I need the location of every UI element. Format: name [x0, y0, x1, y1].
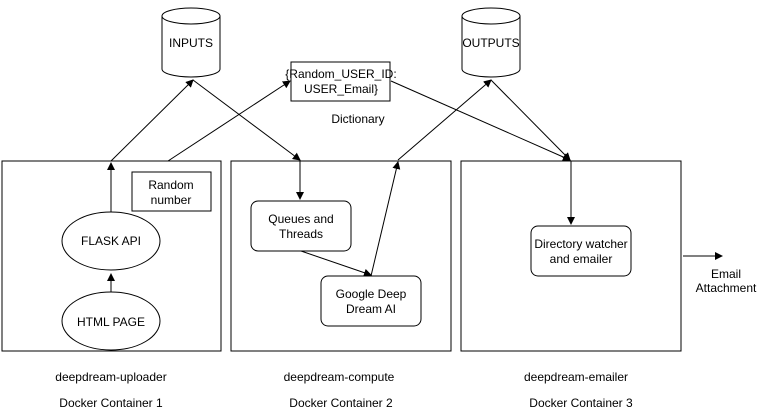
google-line-2: Dream AI [346, 302, 396, 316]
arrow-google-to-container-top [370, 161, 401, 277]
container-1-label: Docker Container 1 [59, 396, 163, 410]
queues-threads-node: Queues and Threads [250, 200, 352, 252]
container-2-name: deepdream-compute [284, 370, 395, 384]
arrow-uploader-to-dictionary [167, 80, 291, 162]
inputs-label: INPUTS [169, 36, 213, 50]
watcher-line-1: Directory watcher [534, 237, 627, 251]
arrow-outputs-to-emailer [490, 79, 571, 161]
directory-watcher-node: Directory watcher and emailer [530, 225, 632, 277]
flask-api-label: FLASK API [81, 234, 141, 248]
google-deep-dream-node: Google Deep Dream AI [320, 275, 422, 327]
dictionary-caption: Dictionary [331, 112, 384, 126]
html-page-label: HTML PAGE [77, 315, 145, 329]
html-page-node: HTML PAGE [61, 291, 161, 351]
dictionary-line-2: USER_Email} [304, 82, 378, 96]
dictionary-line-1: {Random_USER_ID: [285, 67, 396, 81]
outputs-label: OUTPUTS [462, 36, 519, 50]
watcher-line-2: and emailer [550, 252, 613, 266]
container-3-label: Docker Container 3 [529, 396, 633, 410]
flask-api-node: FLASK API [61, 211, 161, 271]
container-2-label: Docker Container 2 [289, 396, 393, 410]
container-3-name: deepdream-emailer [524, 370, 628, 384]
queues-line-2: Threads [279, 227, 323, 241]
inputs-datastore: INPUTS [161, 7, 221, 78]
arrow-uploader-to-inputs [110, 79, 194, 162]
container-2-frame [230, 160, 452, 352]
email-line-1: Email [711, 267, 741, 281]
random-line-2: number [151, 193, 192, 207]
arrow-inputs-to-compute [192, 79, 301, 161]
outputs-datastore: OUTPUTS [461, 7, 521, 78]
arrow-queues-to-google [300, 250, 372, 277]
google-line-1: Google Deep [336, 287, 407, 301]
container-1-name: deepdream-uploader [55, 370, 166, 384]
random-number-box: Random number [131, 171, 212, 212]
email-line-2: Attachment [696, 281, 757, 295]
random-line-1: Random [148, 178, 193, 192]
queues-line-1: Queues and [268, 212, 333, 226]
arrow-dictionary-to-emailer [390, 80, 571, 161]
arrow-compute-to-outputs [397, 79, 492, 161]
dictionary-box: {Random_USER_ID: USER_Email} [285, 61, 397, 102]
